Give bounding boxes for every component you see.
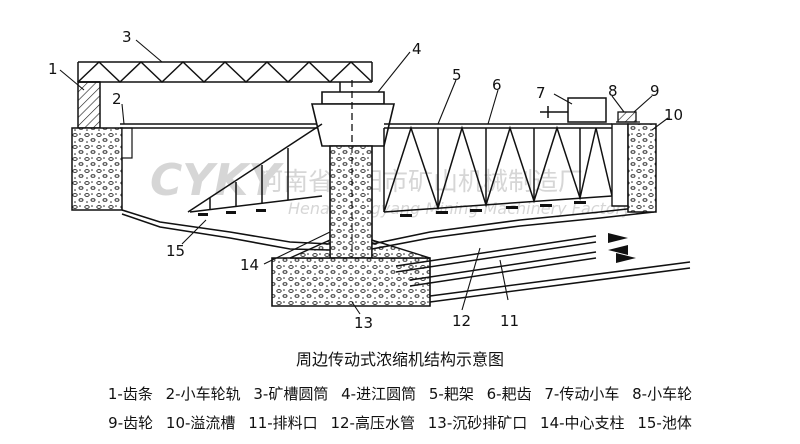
legend-item: 3-矿槽圆筒: [253, 385, 329, 403]
callout-7: 7: [536, 84, 546, 102]
legend-item: 13-沉砂排矿口: [427, 414, 528, 432]
legend-item: 1-齿条: [107, 385, 153, 403]
legend-item: 14-中心支柱: [540, 414, 625, 432]
legend-row-1: 1-齿条 2-小车轮轨 3-矿槽圆筒 4-进江圆筒 5-耙架 6-耙齿 7-传动…: [0, 383, 800, 404]
callout-11: 11: [500, 312, 519, 330]
leader-lines: [59, 39, 669, 315]
drive-trolley: [540, 97, 607, 123]
flow-arrows: [608, 233, 636, 263]
callout-numbers: 1 2 3 4 5 6 7 8 9 10 11 12 13 14 15: [48, 28, 683, 332]
callout-8: 8: [608, 82, 618, 100]
left-tank-wall: [71, 127, 133, 211]
legend-item: 2-小车轮轨: [165, 385, 241, 403]
trolley-rail-left: [120, 123, 320, 129]
legend-item: 9-齿轮: [108, 414, 154, 432]
feed-cylinder: [310, 80, 396, 150]
thickener-structure-diagram: CYKY 河南省荥阳市矿山机械制造厂 Henan Xingyang Mining…: [48, 28, 691, 332]
tank-bottom: [121, 205, 655, 251]
watermark-cn: 河南省荥阳市矿山机械制造厂: [258, 167, 583, 196]
callout-1: 1: [48, 60, 58, 78]
rake-arm-left: [187, 123, 323, 213]
rake-truss-right: [383, 123, 613, 213]
legend-row-2: 9-齿轮 10-溢流槽 11-排料口 12-高压水管 13-沉砂排矿口 14-中…: [0, 412, 800, 433]
pipes: [395, 235, 691, 303]
diagram-caption: 周边传动式浓缩机结构示意图: [295, 350, 504, 369]
legend-item: 10-溢流槽: [165, 414, 236, 432]
rack-block: [77, 81, 101, 129]
callout-4: 4: [412, 40, 422, 58]
callout-6: 6: [492, 76, 502, 94]
legend-item: 5-耙架: [428, 385, 474, 403]
callout-9: 9: [650, 82, 660, 100]
trolley-wheel-gear: [616, 111, 640, 123]
top-truss: [77, 60, 373, 96]
legend-item: 6-耙齿: [486, 385, 532, 403]
callout-12: 12: [452, 312, 471, 330]
callout-5: 5: [452, 66, 462, 84]
callout-10: 10: [664, 106, 683, 124]
legend-item: 11-排料口: [248, 414, 318, 432]
legend-item: 8-小车轮: [632, 385, 693, 403]
callout-14: 14: [240, 256, 259, 274]
legend-item: 12-高压水管: [330, 414, 415, 432]
legend-item: 7-传动小车: [544, 385, 620, 403]
center-foundation: [271, 238, 431, 307]
rake-teeth: [198, 201, 586, 217]
right-tank-wall: [611, 123, 657, 213]
legend-item: 15-池体: [637, 414, 692, 432]
callout-15: 15: [166, 242, 185, 260]
callout-13: 13: [354, 314, 373, 332]
callout-3: 3: [122, 28, 132, 46]
watermark-en: Henan Xingyang Mining Machinery Factory: [288, 199, 632, 218]
callout-2: 2: [112, 90, 122, 108]
legend-item: 4-进江圆筒: [341, 385, 417, 403]
